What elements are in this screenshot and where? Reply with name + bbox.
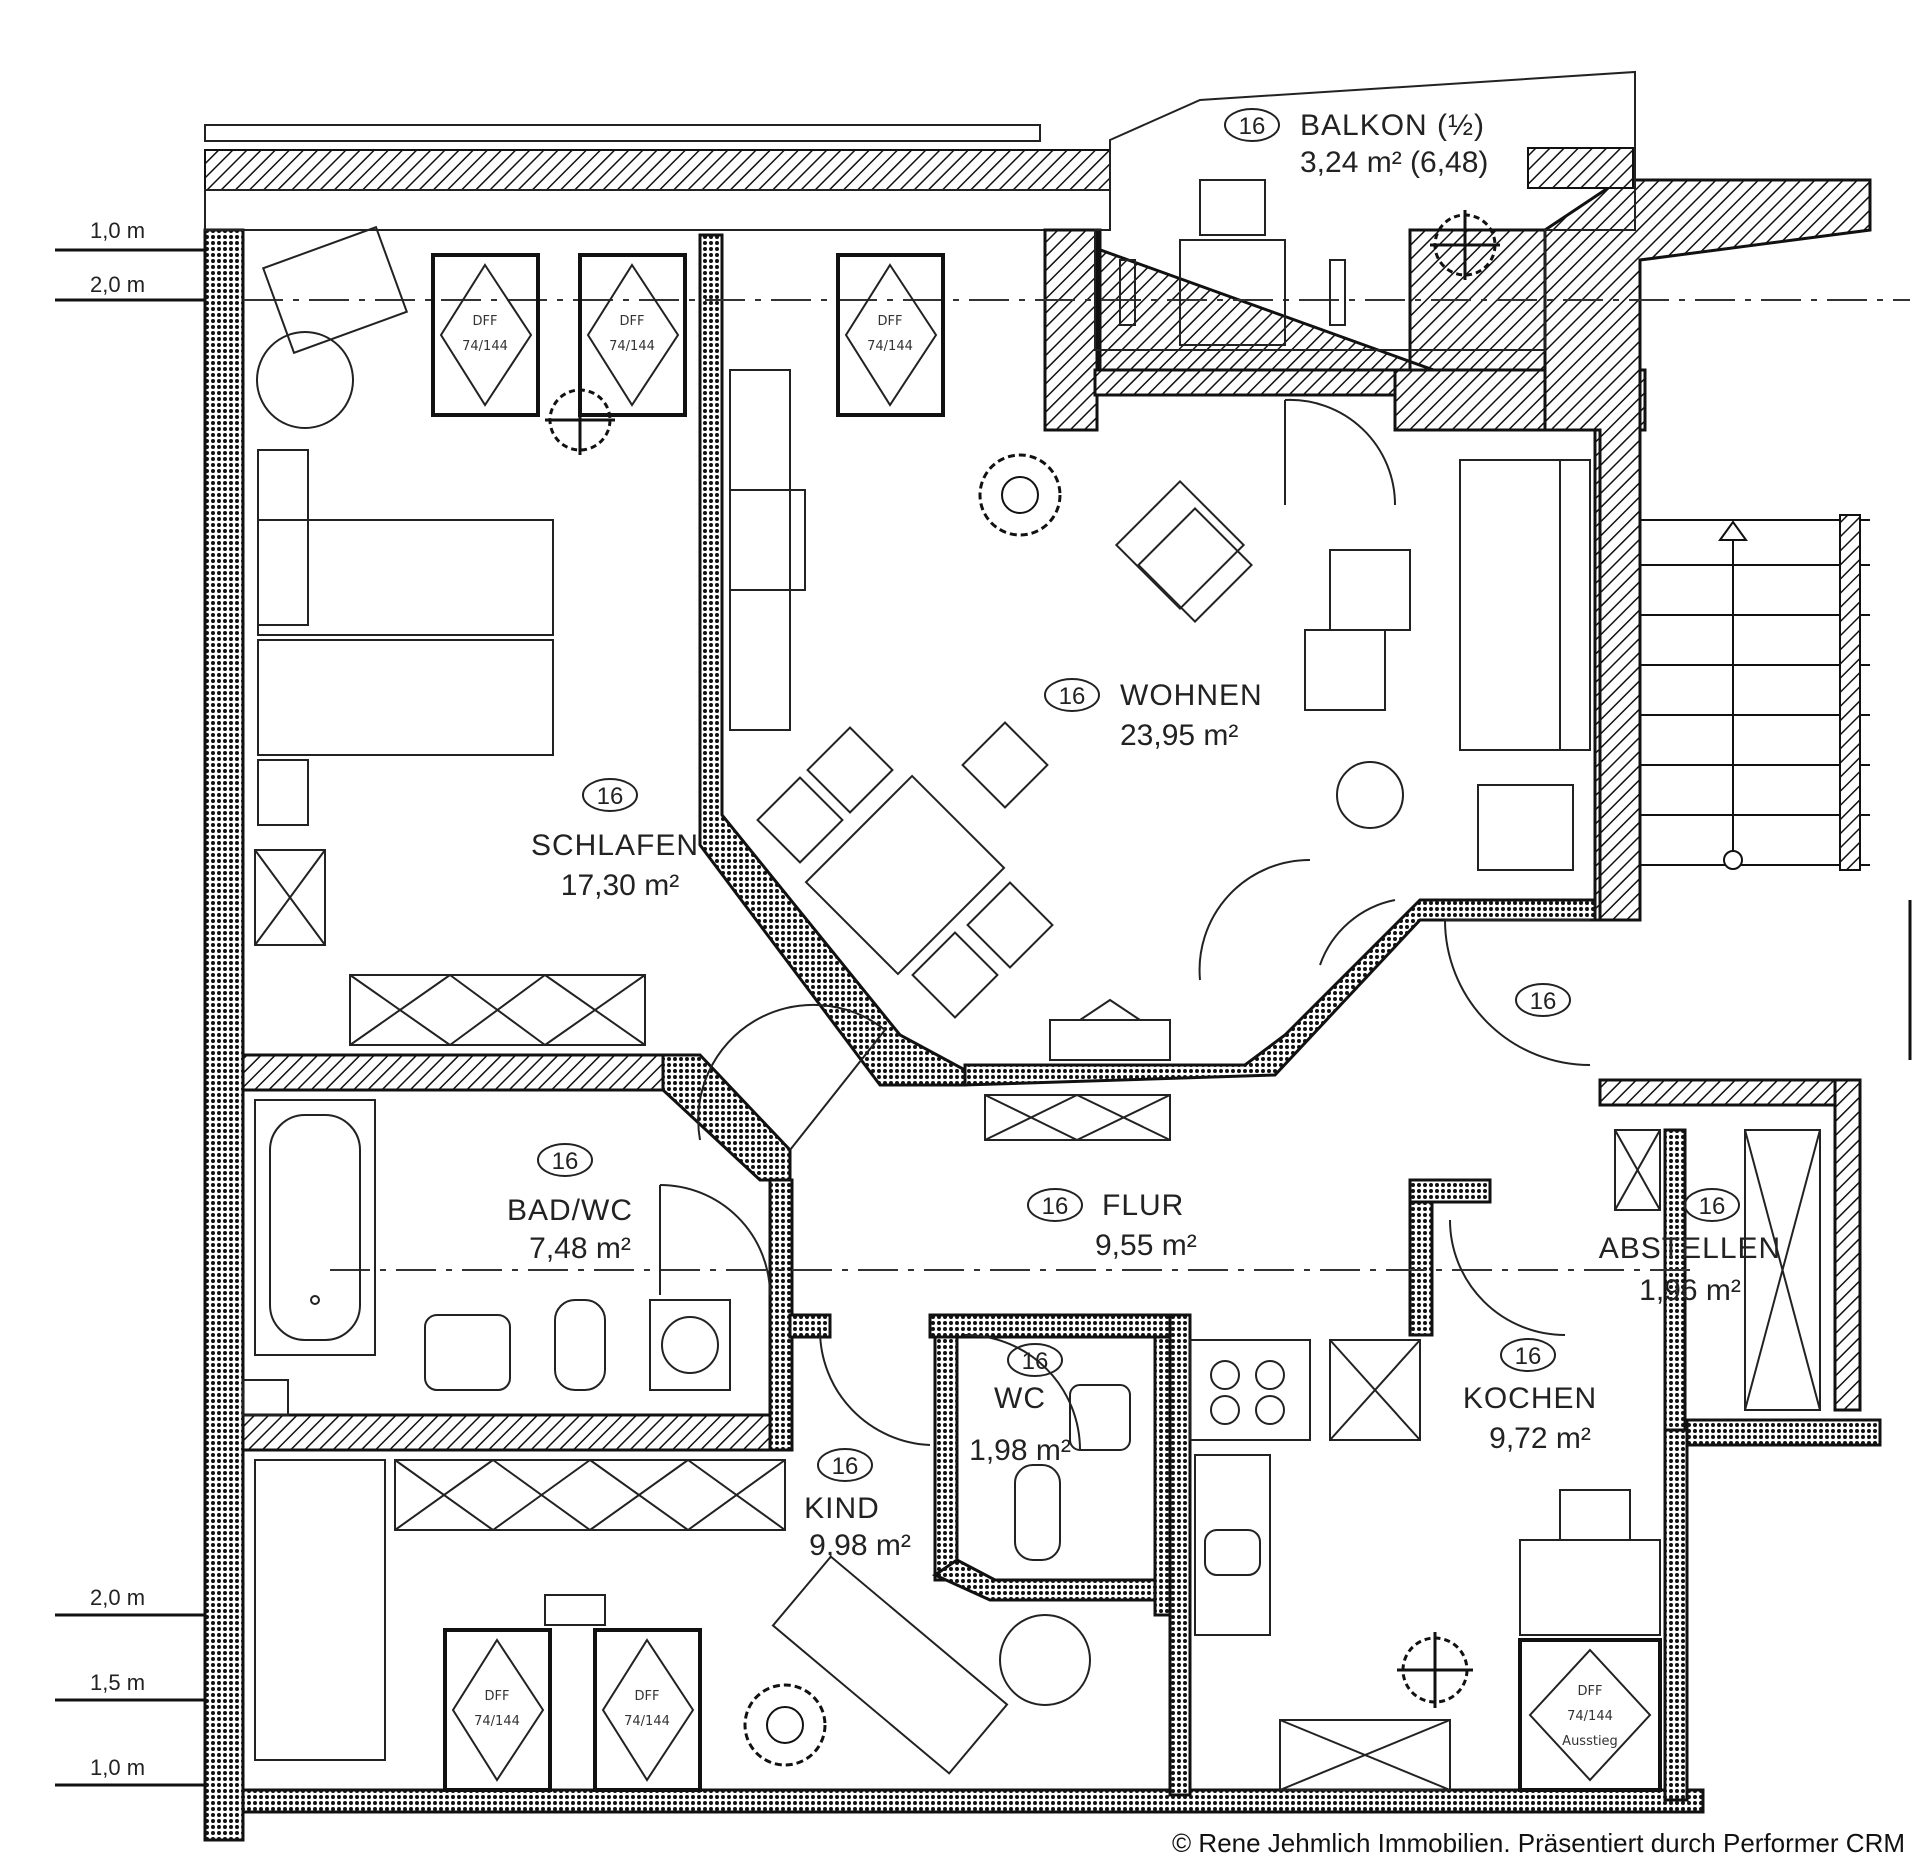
- height-mark: 2,0 m: [90, 272, 145, 297]
- roof-window: DFF 74/144: [578, 253, 687, 417]
- plant-icon: [1397, 1632, 1473, 1708]
- height-marks: 1,0 m 2,0 m 2,0 m 1,5 m 1,0 m: [55, 218, 205, 1787]
- room-label-kochen: 16 KOCHEN 9,72 m²: [1463, 1338, 1597, 1455]
- furniture-balkon: [1119, 179, 1346, 346]
- room-label-schlafen: 16 SCHLAFEN 17,30 m²: [531, 778, 699, 902]
- room-label-flur: 16 FLUR 9,55 m²: [1027, 1188, 1197, 1262]
- svg-text:KIND: KIND: [804, 1492, 880, 1525]
- svg-text:1,98 m²: 1,98 m²: [969, 1434, 1071, 1467]
- svg-text:DFF: DFF: [878, 314, 903, 329]
- roof-window: DFF 74/144: [443, 1628, 552, 1792]
- roof-windows: DFF 74/144 DFF 74/144 DFF 74/144 DFF 74/…: [431, 253, 1662, 1792]
- svg-text:74/144: 74/144: [867, 339, 913, 354]
- height-mark: 1,5 m: [90, 1670, 145, 1695]
- svg-text:16: 16: [1530, 988, 1557, 1015]
- svg-text:74/144: 74/144: [609, 339, 655, 354]
- svg-text:16: 16: [552, 1148, 579, 1175]
- svg-text:17,30 m²: 17,30 m²: [561, 869, 679, 902]
- svg-text:9,72 m²: 9,72 m²: [1489, 1422, 1591, 1455]
- svg-text:16: 16: [1699, 1193, 1726, 1220]
- room-label-kind: 16 KIND 9,98 m²: [804, 1448, 911, 1562]
- room-label-bad: 16 BAD/WC 7,48 m²: [507, 1143, 633, 1265]
- height-mark: 1,0 m: [90, 1755, 145, 1780]
- plant-icon: [743, 1683, 827, 1767]
- svg-text:DFF: DFF: [473, 314, 498, 329]
- svg-text:16: 16: [1515, 1343, 1542, 1370]
- roof-window: DFF 74/144: [431, 253, 540, 417]
- center-lines: [243, 299, 1910, 1271]
- svg-text:WOHNEN: WOHNEN: [1120, 679, 1263, 712]
- furniture-bad: [242, 1099, 731, 1416]
- svg-text:BAD/WC: BAD/WC: [507, 1194, 633, 1227]
- room-labels: 16 BALKON (½) 3,24 m² (6,48) 16 SCHLAFEN…: [507, 108, 1781, 1562]
- svg-text:DFF: DFF: [485, 1689, 510, 1704]
- svg-text:9,55 m²: 9,55 m²: [1095, 1229, 1197, 1262]
- svg-text:16: 16: [1059, 683, 1086, 710]
- walls: [203, 70, 1882, 1842]
- svg-text:DFF: DFF: [1578, 1684, 1603, 1699]
- svg-text:23,95 m²: 23,95 m²: [1120, 719, 1238, 752]
- svg-text:SCHLAFEN: SCHLAFEN: [531, 829, 699, 862]
- height-mark: 1,0 m: [90, 218, 145, 243]
- svg-text:DFF: DFF: [635, 1689, 660, 1704]
- svg-text:16: 16: [1022, 1348, 1049, 1375]
- svg-text:3,24 m² (6,48): 3,24 m² (6,48): [1300, 146, 1488, 179]
- room-label-door: 16: [1515, 983, 1571, 1017]
- svg-text:74/144: 74/144: [474, 1714, 520, 1729]
- svg-text:WC: WC: [994, 1382, 1046, 1415]
- svg-text:74/144: 74/144: [624, 1714, 670, 1729]
- furniture-kind: [254, 1459, 1091, 1775]
- svg-text:Ausstieg: Ausstieg: [1562, 1734, 1618, 1749]
- svg-text:74/144: 74/144: [462, 339, 508, 354]
- svg-text:9,98 m²: 9,98 m²: [809, 1529, 911, 1562]
- furniture-schlafen: [254, 225, 646, 1046]
- svg-text:KOCHEN: KOCHEN: [1463, 1382, 1597, 1415]
- copyright-text: © Rene Jehmlich Immobilien. Präsentiert …: [1172, 1828, 1905, 1858]
- room-label-abstellen: 16 ABSTELLEN 1,96 m²: [1599, 1188, 1781, 1307]
- height-mark: 2,0 m: [90, 1585, 145, 1610]
- roof-window-exit: DFF 74/144 Ausstieg: [1518, 1638, 1662, 1792]
- svg-text:FLUR: FLUR: [1102, 1189, 1184, 1222]
- svg-text:16: 16: [597, 783, 624, 810]
- svg-text:DFF: DFF: [620, 314, 645, 329]
- roof-window: DFF 74/144: [836, 253, 945, 417]
- svg-text:16: 16: [832, 1453, 859, 1480]
- plants: [545, 210, 1500, 1767]
- svg-text:BALKON (½): BALKON (½): [1300, 109, 1485, 142]
- plant-icon: [1430, 210, 1500, 280]
- furniture-wc-kochen: [1014, 1129, 1821, 1791]
- room-label-wc: 16 WC 1,98 m²: [969, 1343, 1071, 1467]
- furniture-wohnen: [729, 369, 1591, 1141]
- svg-text:74/144: 74/144: [1567, 1709, 1613, 1724]
- roof-window: DFF 74/144: [593, 1628, 702, 1792]
- room-label-wohnen: 16 WOHNEN 23,95 m²: [1044, 678, 1263, 752]
- plant-icon: [978, 453, 1062, 537]
- staircase: [1640, 514, 1912, 1060]
- svg-text:ABSTELLEN: ABSTELLEN: [1599, 1232, 1781, 1265]
- room-label-balkon: 16 BALKON (½) 3,24 m² (6,48): [1224, 108, 1488, 179]
- svg-text:7,48 m²: 7,48 m²: [529, 1232, 631, 1265]
- svg-text:16: 16: [1042, 1193, 1069, 1220]
- svg-text:1,96 m²: 1,96 m²: [1639, 1274, 1741, 1307]
- svg-text:16: 16: [1239, 113, 1266, 140]
- doors: [659, 398, 1591, 1451]
